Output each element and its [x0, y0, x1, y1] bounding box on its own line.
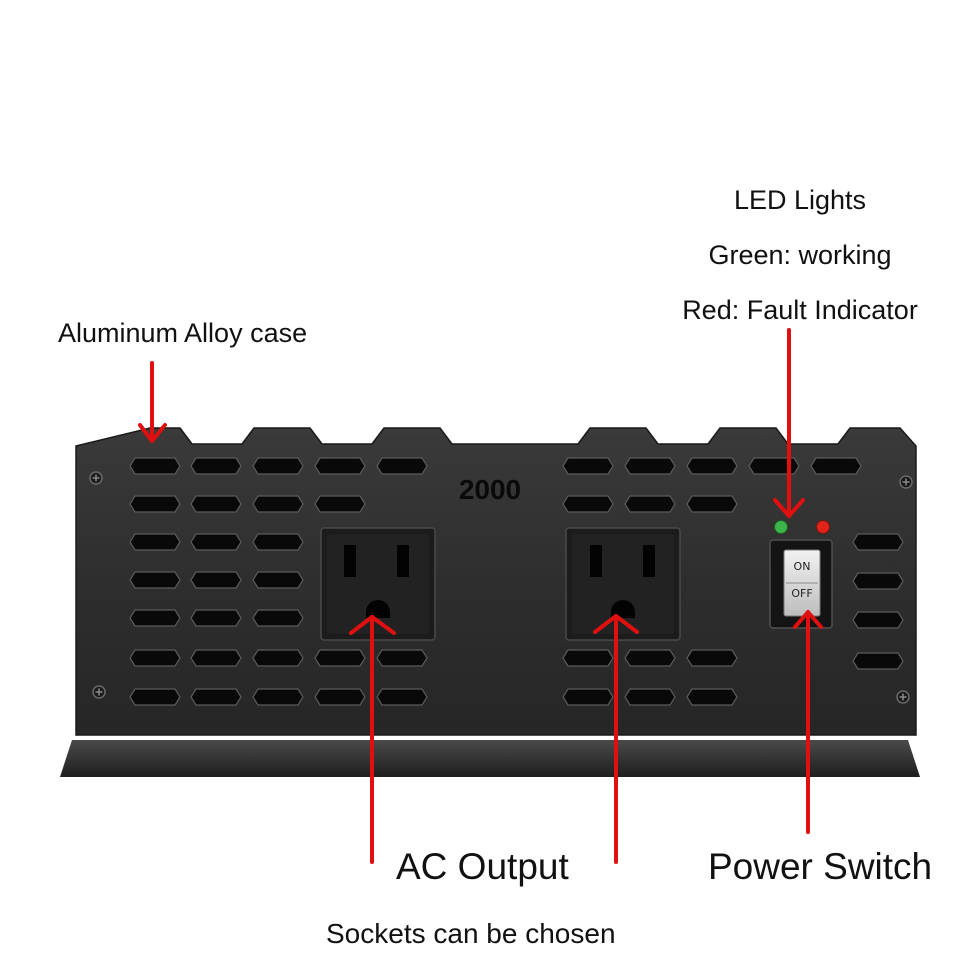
vent-slot — [314, 688, 366, 706]
vent-slot — [252, 533, 304, 551]
vent-slot — [190, 495, 242, 513]
vent-slot — [252, 609, 304, 627]
vent-slot — [376, 649, 428, 667]
vent-slot — [624, 688, 676, 706]
vent-slot — [624, 457, 676, 475]
vent-slot — [686, 649, 738, 667]
arrow-case — [138, 361, 167, 443]
arrow-outlet-2 — [593, 614, 639, 864]
vent-slot — [129, 688, 181, 706]
vent-slot — [562, 688, 614, 706]
vent-slot — [190, 688, 242, 706]
vent-slot — [852, 572, 904, 590]
vent-slot — [376, 688, 428, 706]
power-switch[interactable]: ON OFF — [769, 539, 833, 629]
led-green-icon — [774, 520, 788, 534]
ac-outlet-2 — [565, 527, 681, 641]
vent-slot — [190, 609, 242, 627]
vent-slot — [624, 495, 676, 513]
vent-slot — [376, 457, 428, 475]
vent-slot — [562, 495, 614, 513]
vent-slot — [190, 571, 242, 589]
vent-slot — [190, 457, 242, 475]
vent-slot — [852, 652, 904, 670]
arrow-led — [773, 328, 805, 518]
vent-slot — [129, 533, 181, 551]
vent-slot — [129, 649, 181, 667]
arrow-outlet-1 — [349, 615, 396, 864]
vent-slot — [314, 495, 366, 513]
label-led-lights: LED Lights — [733, 185, 867, 215]
vent-slot — [129, 609, 181, 627]
vent-slot — [562, 457, 614, 475]
vent-slot — [686, 688, 738, 706]
switch-on-label: ON — [794, 560, 811, 573]
label-aluminum-case: Aluminum Alloy case — [58, 318, 308, 348]
vent-slot — [686, 457, 738, 475]
vent-slot — [852, 611, 904, 629]
vent-slot — [129, 571, 181, 589]
vent-slot — [252, 688, 304, 706]
case-base-flange — [60, 740, 920, 777]
arrow-power-switch — [793, 610, 823, 834]
label-led-red: Red: Fault Indicator — [682, 295, 918, 325]
label-power-switch: Power Switch — [708, 846, 933, 887]
vent-slot — [562, 649, 614, 667]
vent-slot — [252, 571, 304, 589]
switch-off-label: OFF — [791, 587, 812, 600]
label-sockets-note: Sockets can be chosen — [326, 918, 616, 949]
vent-slot — [190, 649, 242, 667]
vent-slot — [129, 495, 181, 513]
label-ac-output: AC Output — [396, 846, 569, 887]
vent-slot — [190, 533, 242, 551]
vent-slot — [252, 649, 304, 667]
vent-slot — [252, 457, 304, 475]
model-number: 2000 — [459, 474, 521, 505]
ac-outlet-1 — [320, 527, 436, 641]
vent-slot — [748, 457, 800, 475]
vent-slot — [252, 495, 304, 513]
vent-slot — [314, 457, 366, 475]
callout-arrows — [138, 328, 823, 864]
vent-slot — [686, 495, 738, 513]
label-led-green: Green: working — [708, 240, 892, 270]
vent-slot — [852, 533, 904, 551]
vent-slot — [314, 649, 366, 667]
vent-slot — [624, 649, 676, 667]
vent-slot — [129, 457, 181, 475]
vent-slot — [810, 457, 862, 475]
led-red-icon — [816, 520, 830, 534]
